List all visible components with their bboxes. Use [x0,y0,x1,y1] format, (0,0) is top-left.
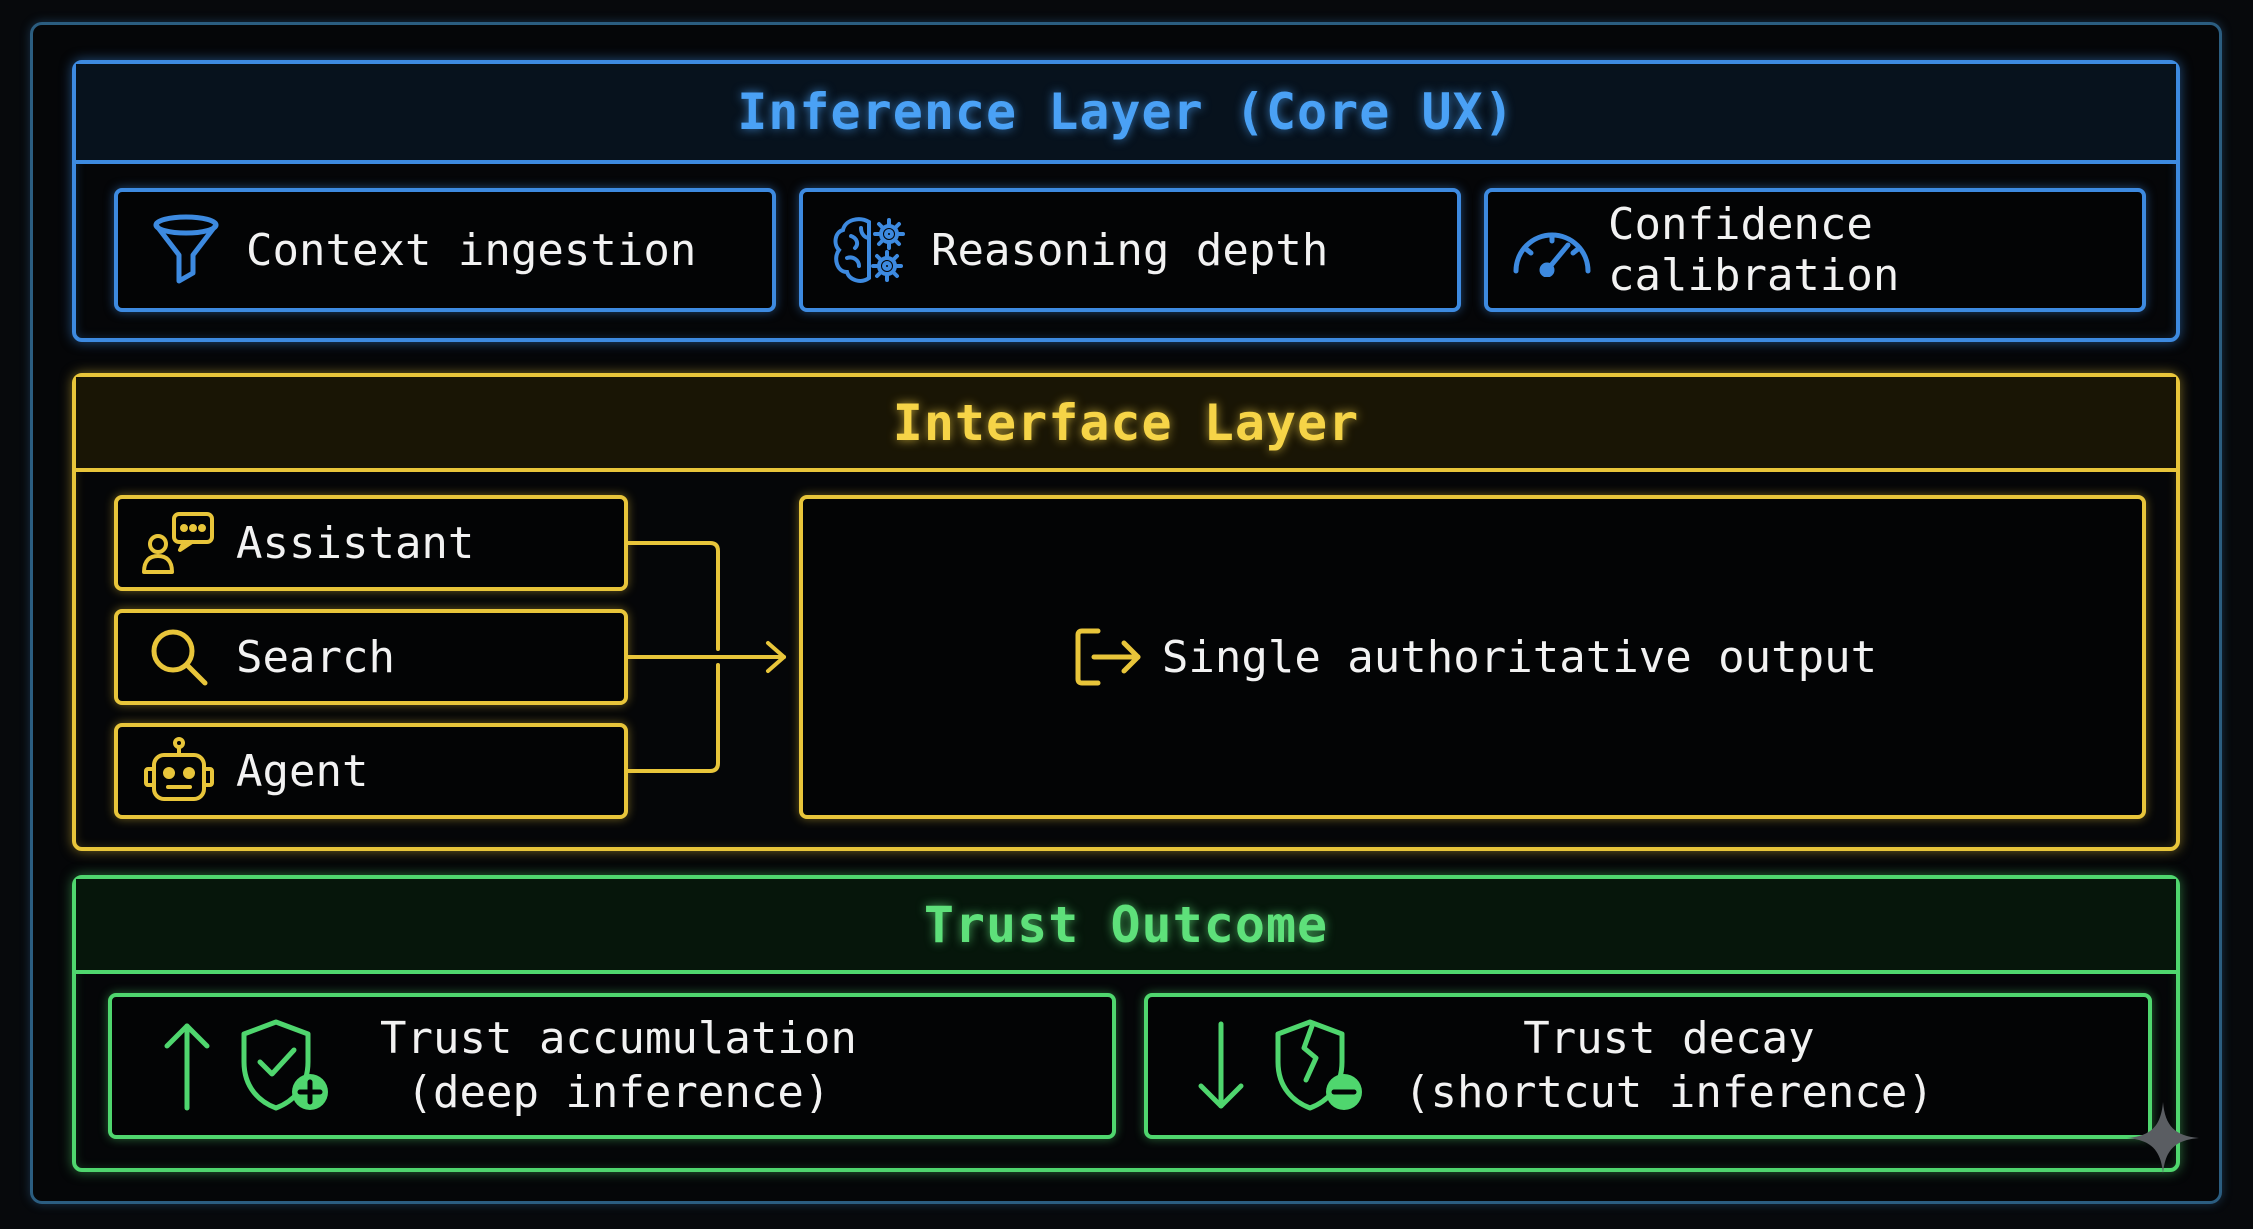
reasoning-depth-box: Reasoning depth [799,188,1461,312]
interface-layer-title: Interface Layer [76,377,2176,472]
single-output-label: Single authoritative output [1161,631,1878,683]
context-ingestion-label: Context ingestion [246,224,697,276]
assistant-box: Assistant [114,495,628,591]
robot-icon [132,737,226,805]
trust-decay-box: Trust decay (shortcut inference) [1144,993,2152,1139]
shield-broken-minus-icon [1270,1018,1370,1114]
confidence-calibration-label: Confidence calibration [1608,199,1900,301]
inference-layer-title: Inference Layer (Core UX) [76,64,2176,164]
funnel-icon [136,213,236,287]
agent-label: Agent [236,745,369,797]
trust-accumulation-line2: (deep inference) [406,1067,831,1118]
arrow-up-icon [152,1020,222,1112]
trust-accumulation-box: Trust accumulation (deep inference) [108,993,1116,1139]
trust-decay-line2: (shortcut inference) [1404,1067,1934,1118]
search-icon [132,625,226,689]
trust-decay-line1: Trust decay [1523,1013,1815,1065]
context-ingestion-box: Context ingestion [114,188,776,312]
trust-accumulation-line1: Trust accumulation [380,1013,857,1065]
trust-decay-text: Trust decay (shortcut inference) [1404,1012,1934,1119]
sparkle-icon [2127,1102,2199,1174]
inference-layer: Inference Layer (Core UX) Context ingest… [72,60,2180,342]
interface-layer: Interface Layer Assistant Search [72,373,2180,851]
agent-box: Agent [114,723,628,819]
merge-connector [626,541,786,773]
confidence-calibration-box: Confidence calibration [1484,188,2146,312]
trust-outcome-title: Trust Outcome [76,879,2176,974]
brain-gears-icon [821,214,921,286]
reasoning-depth-label: Reasoning depth [931,224,1329,276]
shield-plus-icon [236,1018,336,1114]
exit-arrow-icon [1068,625,1148,689]
speedometer-icon [1504,223,1600,277]
arrow-down-icon [1186,1020,1256,1112]
trust-outcome-layer: Trust Outcome Trust accumulation (deep i… [72,875,2180,1172]
search-label: Search [236,631,395,683]
trust-accumulation-text: Trust accumulation (deep inference) [380,1012,857,1119]
chat-person-icon [132,510,226,576]
assistant-label: Assistant [236,517,475,569]
single-output-box: Single authoritative output [799,495,2146,819]
